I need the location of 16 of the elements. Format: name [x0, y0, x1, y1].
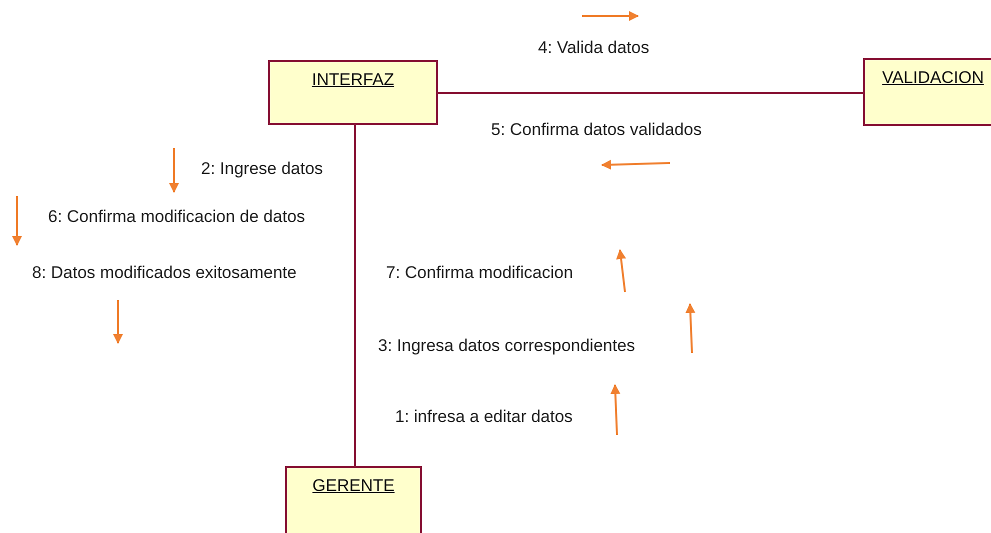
- message-label: 8: Datos modificados exitosamente: [32, 263, 297, 283]
- link-line: [438, 92, 863, 94]
- message-label: 2: Ingrese datos: [201, 159, 323, 179]
- object-box: [285, 466, 422, 533]
- link-line: [354, 125, 356, 466]
- message-label: 4: Valida datos: [538, 38, 650, 58]
- object-box: [268, 60, 438, 125]
- message-label: 3: Ingresa datos correspondientes: [378, 336, 636, 356]
- object-box: [863, 58, 991, 126]
- object-name: GERENTE: [312, 476, 395, 496]
- object-name: INTERFAZ: [312, 70, 394, 90]
- message-label: 7: Confirma modificacion: [386, 263, 574, 283]
- message-label: 6: Confirma modificacion de datos: [48, 207, 306, 227]
- message-label: 5: Confirma datos validados: [491, 120, 702, 140]
- object-name: VALIDACION: [882, 68, 984, 88]
- message-label: 1: infresa a editar datos: [395, 407, 573, 427]
